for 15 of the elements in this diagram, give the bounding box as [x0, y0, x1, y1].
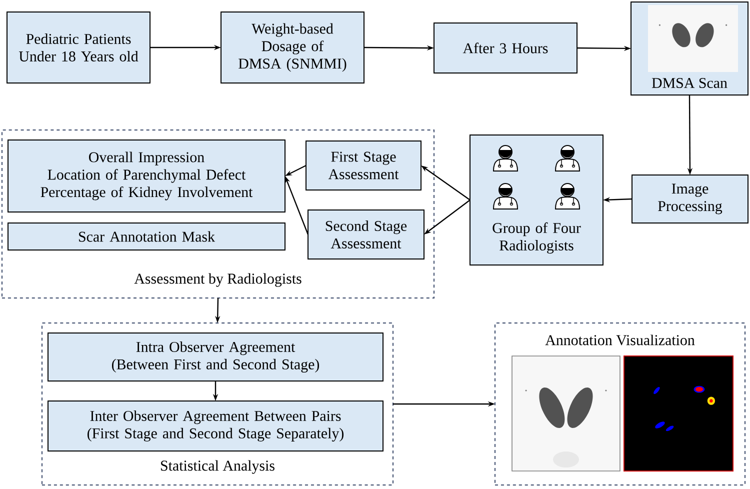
- process-box: Weight-based Dosage of DMSA (SNMMI): [220, 12, 364, 84]
- process-box: First Stage Assessment: [306, 140, 422, 190]
- process-box: Intra Observer Agreement (Between First and Second Stage): [48, 332, 384, 382]
- dashed-panel: Annotation Visualization: [494, 322, 746, 486]
- process-box: After 3 Hours: [434, 22, 578, 74]
- picture: [648, 5, 738, 72]
- picture: [512, 356, 620, 472]
- process-box: Image Processing: [632, 174, 748, 224]
- process-box: Second Stage Assessment: [308, 210, 424, 260]
- process-box: Scar Annotation Mask: [8, 222, 286, 250]
- picture: [624, 356, 734, 472]
- process-box: Inter Observer Agreement Between Pairs (First Stage and Second Stage Separately): [48, 400, 384, 452]
- process-box: Pediatric Patients Under 18 Years old: [6, 12, 150, 84]
- process-box: Overall Impression Location of Parenchymal Defect Percentage of Kidney Involvement: [8, 140, 286, 212]
- group-box: Group of Four Radiologists: [470, 134, 604, 266]
